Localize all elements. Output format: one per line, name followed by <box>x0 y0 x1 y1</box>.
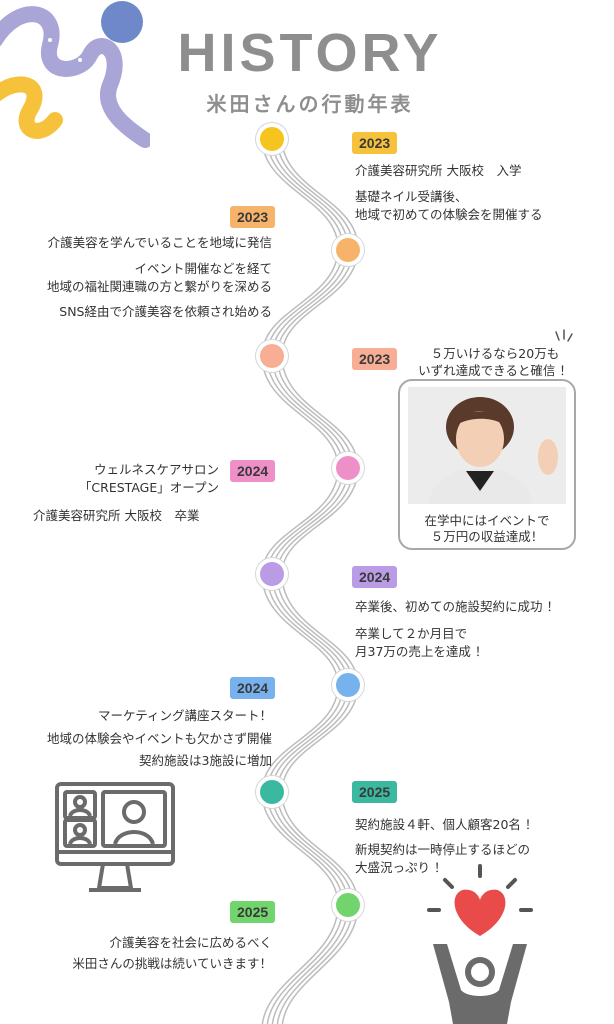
timeline-dot-4 <box>336 456 360 480</box>
video-call-monitor-icon <box>55 782 175 892</box>
entry-text: 新規契約は一時停止するほどの <box>355 842 531 857</box>
portrait-photo <box>408 387 566 504</box>
year-badge: 2024 <box>352 566 398 588</box>
photo-card: 在学中にはイベントで ５万円の収益達成！ <box>398 379 576 550</box>
year-badge: 2023 <box>352 348 398 370</box>
timeline-dot-2 <box>336 238 360 262</box>
entry-text: 卒業後、初めての施設契約に成功 ！ <box>355 599 559 614</box>
page-title: HISTORY <box>177 23 443 83</box>
entry-text: マーケティング講座スタート！ <box>97 708 272 723</box>
year-badge: 2025 <box>352 781 398 803</box>
year-badge: 2023 <box>230 206 276 228</box>
entry-text: 「CRESTAGE」オープン <box>78 480 219 495</box>
year-badge: 2024 <box>230 677 276 699</box>
entry-text: 大盛況っぷり ！ <box>355 860 447 875</box>
entry-text: SNS経由で介護美容を依頼され始める <box>59 304 272 319</box>
entry-text: 月37万の売上を達成 ！ <box>355 644 488 659</box>
photo-caption: ５万円の収益達成！ <box>430 529 544 544</box>
entry-text: イベント開催などを経て <box>134 261 272 276</box>
timeline-dot-1 <box>260 127 284 151</box>
timeline-dot-6 <box>336 673 360 697</box>
entry-text: ウェルネスケアサロン <box>93 462 219 477</box>
entry-text: 介護美容を社会に広めるべく <box>109 935 272 950</box>
timeline-dot-5 <box>260 562 284 586</box>
entry-text: 地域の体験会やイベントも欠かさず開催 <box>46 731 272 746</box>
entry-text: 基礎ネイル受講後、 <box>355 189 468 204</box>
year-badge: 2025 <box>230 901 276 923</box>
entry-text: 介護美容研究所 大阪校 卒業 <box>33 508 200 523</box>
entry-text: 卒業して２か月目で <box>355 626 468 641</box>
photo-caption: 在学中にはイベントで <box>424 513 550 528</box>
person-heart-icon <box>427 864 533 1024</box>
timeline-dot-7 <box>260 780 284 804</box>
timeline-dot-3 <box>260 344 284 368</box>
entry-text: 地域で初めての体験会を開催する <box>355 207 543 222</box>
entry-text: 地域の福祉関連職の方と繋がりを深める <box>46 279 272 294</box>
entry-text: ５万いけるなら20万も <box>430 346 560 361</box>
timeline-dot-8 <box>336 893 360 917</box>
entry-text: 米田さんの挑戦は続いていきます！ <box>72 956 272 971</box>
entry-text: 介護美容研究所 大阪校 入学 <box>355 163 522 178</box>
page-subtitle: 米田さんの行動年表 <box>206 92 414 116</box>
entry-text: 契約施設は3施設に増加 <box>139 753 272 768</box>
sparkle-icon <box>555 329 573 342</box>
year-badge: 2023 <box>352 132 398 154</box>
entry-text: いずれ達成できると確信 ！ <box>418 363 572 378</box>
entry-text: 契約施設４軒、個人顧客20名 ！ <box>355 817 538 832</box>
year-badge: 2024 <box>230 460 276 482</box>
squiggle-decoration <box>0 1 150 148</box>
entry-text: 介護美容を学んでいることを地域に発信 <box>47 235 272 250</box>
